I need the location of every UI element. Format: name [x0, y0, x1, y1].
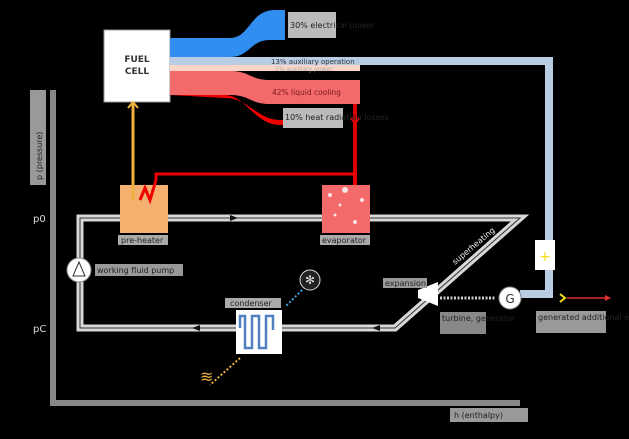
p0-label: p0 [33, 214, 46, 225]
plus-icon: + [539, 249, 551, 265]
output-label: generated additional electrical power [538, 313, 629, 322]
heating-circuit [138, 172, 357, 205]
pump-label: working fluid pump [97, 266, 174, 275]
fuel-cell [103, 29, 171, 103]
arrow-down-icon [350, 117, 360, 126]
losses-label: 10% heat radiation losses [285, 113, 389, 122]
svg-text:≋: ≋ [200, 367, 213, 386]
generator-symbol: G [505, 292, 514, 306]
auxiliary-flow [170, 57, 545, 65]
generator [498, 286, 522, 310]
aux-power-label: 5% auxiliary power [275, 66, 333, 73]
svg-text:✻: ✻ [305, 273, 315, 287]
y-axis-label: p (pressure) [35, 132, 44, 180]
aux-power-flow [170, 65, 360, 71]
pressure-axis [50, 90, 56, 405]
fuel-cell-label: FUEL [124, 55, 150, 65]
liquid-cooling-label: 42% liquid cooling [272, 88, 341, 97]
sum-junction [535, 240, 555, 270]
evaporator-label: evaporator [322, 236, 367, 245]
electrical-flow [170, 10, 285, 57]
fuel-cell-label: CELL [125, 67, 149, 77]
auxiliary-flow-label: 13% auxiliary operation [271, 58, 355, 66]
fan-icon [299, 269, 321, 291]
heat-out-icon [209, 357, 241, 386]
condenser-label: condenser [230, 299, 273, 308]
pump-icon [72, 260, 86, 277]
enthalpy-axis [50, 400, 520, 406]
expansion-label: expansion [385, 279, 426, 288]
x-axis-label: h (enthalpy) [454, 411, 503, 420]
electrical-flow-label: 30% electrical power [290, 21, 375, 30]
preheater-label: pre-heater [121, 236, 164, 245]
pc-label: pC [33, 324, 46, 335]
liquid-cooling-flow [170, 71, 360, 104]
turbine-label: turbine, generator [442, 314, 516, 323]
